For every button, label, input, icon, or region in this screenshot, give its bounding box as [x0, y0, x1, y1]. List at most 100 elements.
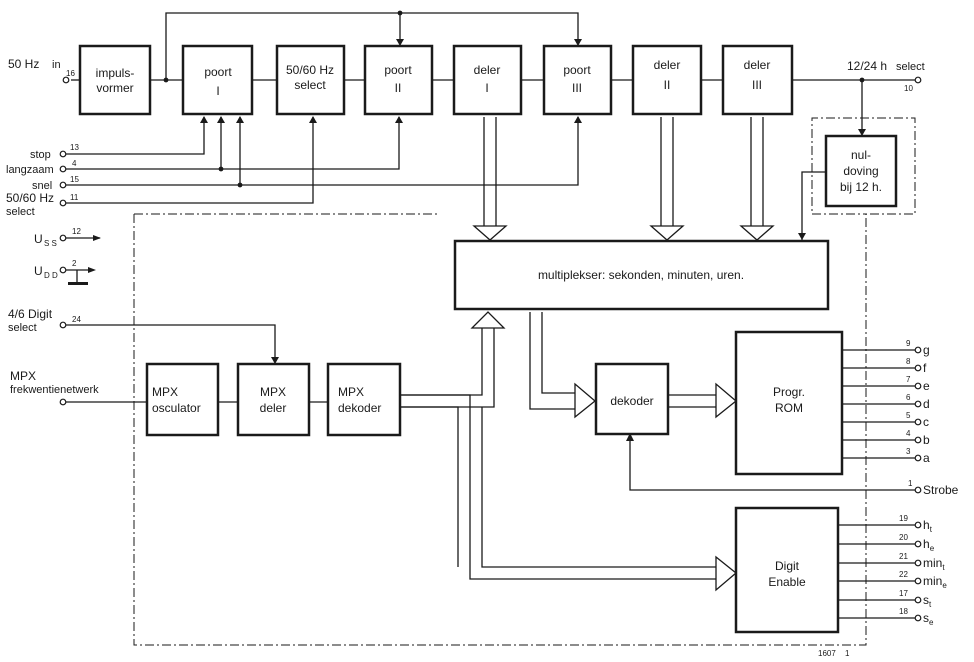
- input-50hz-label: 50 Hz: [8, 57, 39, 71]
- output-1224-label: 12/24 h: [847, 59, 887, 73]
- pin-22: 22: [899, 570, 908, 579]
- poort-3-block: [542, 44, 613, 116]
- pin-6: 6: [906, 393, 911, 402]
- figure-number: 1607: [818, 649, 836, 658]
- pin-17: 17: [899, 589, 908, 598]
- supply-us-sub: S S: [44, 239, 57, 248]
- digit-enable-block: [734, 506, 840, 634]
- digit-st-label: st: [923, 593, 932, 609]
- input-select-5060-label: 50/60 Hz: [6, 191, 54, 205]
- pin-16: 16: [66, 69, 75, 78]
- supply-ud-sub: D D: [44, 271, 58, 280]
- poort-3-numeral: III: [572, 81, 582, 95]
- rom-block: [734, 330, 844, 476]
- impulsvormer-block: [78, 44, 152, 116]
- pin-10: 10: [904, 84, 913, 93]
- figure-mark: 1: [845, 649, 850, 658]
- digit-ht-label: ht: [923, 518, 933, 534]
- digit-enable-label-1: Digit: [775, 559, 800, 573]
- nuldoving-label-1: nul-: [851, 148, 871, 162]
- deler-2-numeral: II: [664, 78, 671, 92]
- deler-2-label: deler: [654, 58, 681, 72]
- pin-19: 19: [899, 514, 908, 523]
- deler-3-label: deler: [744, 58, 771, 72]
- dekoder-label: dekoder: [610, 394, 653, 408]
- pin-3: 3: [906, 447, 911, 456]
- nuldoving-label-3: bij 12 h.: [840, 180, 882, 194]
- deler-1-label: deler: [474, 63, 501, 77]
- supply-us-label: U: [34, 232, 43, 246]
- pin-21: 21: [899, 552, 908, 561]
- deler-1-block: [452, 44, 523, 116]
- segment-b-label: b: [923, 433, 930, 447]
- poort-2-label: poort: [384, 63, 412, 77]
- segment-d-label: d: [923, 397, 930, 411]
- poort-1-label: poort: [204, 65, 232, 79]
- input-select-word-label: select: [6, 206, 35, 218]
- nuldoving-block: [824, 134, 898, 208]
- digit-mine-label: mine: [923, 574, 947, 590]
- pin-7: 7: [906, 375, 911, 384]
- poort-2-block: [363, 44, 434, 116]
- rom-label-1: Progr.: [773, 385, 805, 399]
- impulsvormer-label-2: vormer: [96, 81, 133, 95]
- pin-12: 12: [72, 227, 81, 236]
- multiplexer-block: [453, 239, 830, 311]
- segment-g-label: g: [923, 343, 930, 357]
- segment-c-label: c: [923, 415, 929, 429]
- strobe-label: Strobe: [923, 483, 959, 497]
- input-mpx-label: MPX: [10, 369, 36, 383]
- input-langzaam-label: langzaam: [6, 164, 54, 176]
- poort-2-numeral: II: [395, 81, 402, 95]
- mpx-osculator-label-2: osculator: [152, 401, 201, 415]
- chip-boundary-main: [133, 117, 916, 646]
- poort-1-numeral: I: [216, 84, 219, 98]
- select-5060-label-1: 50/60 Hz: [286, 63, 334, 77]
- mpx-dekoder-block: [326, 362, 402, 437]
- pin-24: 24: [72, 315, 81, 324]
- pin-1: 1: [908, 479, 913, 488]
- digit-he-label: he: [923, 537, 935, 553]
- pin-2: 2: [72, 259, 77, 268]
- segment-f-label: f: [923, 361, 927, 375]
- mpx-osculator-block: [145, 362, 220, 437]
- output-1224-select-word: select: [896, 61, 925, 73]
- pin-4b: 4: [906, 429, 911, 438]
- pin-15: 15: [70, 175, 79, 184]
- digit-se-label: se: [923, 611, 934, 627]
- select-5060-label-2: select: [294, 78, 326, 92]
- deler-1-numeral: I: [485, 81, 488, 95]
- deler-2-block: [631, 44, 703, 116]
- rom-label-2: ROM: [775, 401, 803, 415]
- pin-20: 20: [899, 533, 908, 542]
- poort-3-label: poort: [563, 63, 591, 77]
- pin-18: 18: [899, 607, 908, 616]
- input-stop-label: stop: [30, 149, 51, 161]
- deler-3-block: [721, 44, 794, 116]
- pin-5: 5: [906, 411, 911, 420]
- select-5060-block: [275, 44, 346, 116]
- segment-e-label: e: [923, 379, 930, 393]
- input-digit-select-label: 4/6 Digit: [8, 307, 53, 321]
- input-in-label: in: [52, 59, 61, 71]
- nuldoving-label-2: doving: [843, 164, 878, 178]
- pin-4: 4: [72, 159, 77, 168]
- mpx-deler-label-2: deler: [260, 401, 287, 415]
- mpx-deler-block: [236, 362, 311, 437]
- pin-8: 8: [906, 357, 911, 366]
- pin-11: 11: [70, 193, 79, 202]
- pin-terminals: [59, 76, 922, 622]
- poort-1-block: [181, 44, 254, 116]
- digit-enable-label-2: Enable: [768, 575, 806, 589]
- mpx-osculator-label-1: MPX: [152, 385, 178, 399]
- pin-13: 13: [70, 143, 79, 152]
- input-mpx-network-label: frekwentienetwerk: [10, 384, 99, 396]
- impulsvormer-label-1: impuls-: [96, 66, 135, 80]
- deler-3-numeral: III: [752, 78, 762, 92]
- multiplexer-label: multiplekser: sekonden, minuten, uren.: [538, 268, 744, 282]
- mpx-dekoder-label-1: MPX: [338, 385, 364, 399]
- input-digit-select-word: select: [8, 322, 37, 334]
- pin-9: 9: [906, 339, 911, 348]
